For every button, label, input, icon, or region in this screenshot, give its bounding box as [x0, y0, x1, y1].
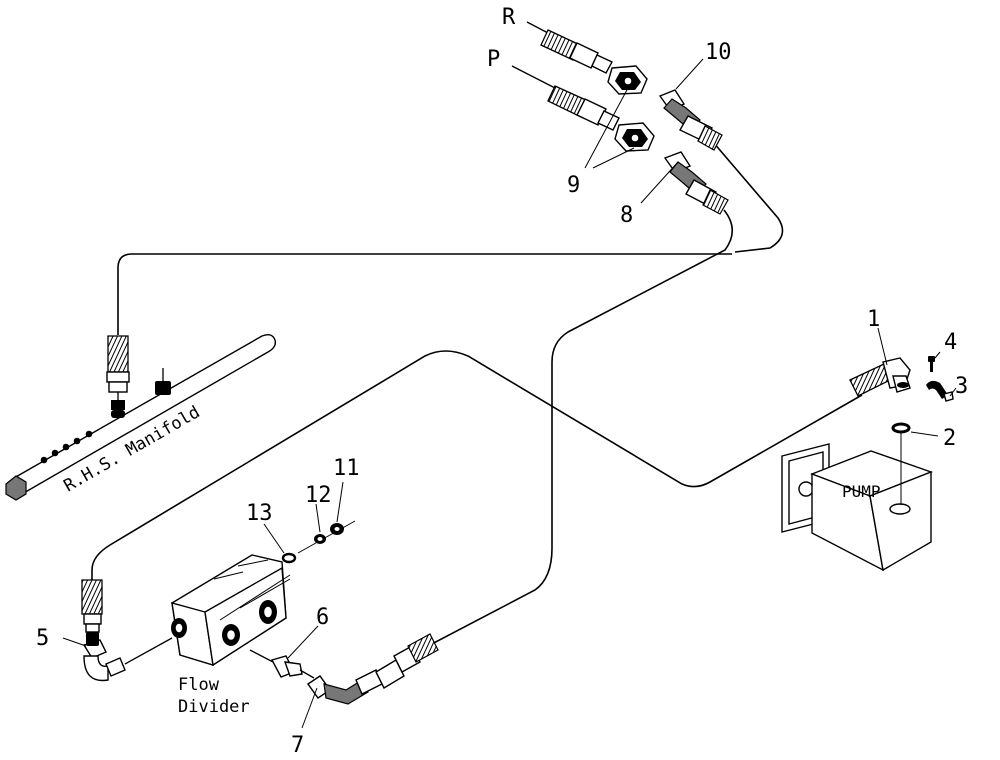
fitting-p-port [511, 65, 620, 131]
callout-5: 5 [36, 626, 49, 651]
callout-11: 11 [333, 456, 360, 481]
hose-manifold-supply [117, 253, 732, 335]
o-ring-pump [891, 422, 911, 505]
quick-coupler-lower [614, 122, 655, 152]
callout-4: 4 [944, 330, 957, 355]
flow-divider-body [171, 554, 291, 667]
hose-return-line [712, 141, 784, 253]
elbow-fitting-8 [663, 151, 729, 215]
manifold-pipe [5, 333, 277, 501]
pump-label: PUMP [842, 482, 881, 501]
callout-1: 1 [867, 307, 880, 332]
callout-3: 3 [955, 374, 968, 399]
callout-6: 6 [316, 605, 329, 630]
clamp [926, 380, 954, 402]
hose-pump-line [91, 350, 863, 582]
lock-washer-12 [314, 534, 326, 544]
callout-9: 9 [567, 173, 580, 198]
callout-12: 12 [305, 483, 332, 508]
port-label-r: R [502, 5, 516, 30]
leader-lines [62, 58, 957, 729]
bolt [928, 356, 935, 372]
callout-2: 2 [943, 426, 956, 451]
elbow-fitting-10 [658, 89, 723, 151]
callout-7: 7 [291, 733, 304, 758]
pump-body [781, 443, 934, 572]
pump-elbow-fitting [849, 357, 911, 397]
fitting-r-port [526, 21, 613, 74]
flow-divider-label-line1: Flow [178, 675, 220, 695]
quick-coupler-upper [607, 65, 648, 95]
elbow-fitting-7 [307, 669, 383, 705]
manifold-plug [155, 368, 171, 395]
port-label-p: P [487, 47, 500, 72]
hose-end-fitting-lower [375, 633, 439, 689]
nut-11 [330, 523, 344, 535]
callout-10: 10 [705, 40, 732, 65]
callout-8: 8 [620, 203, 633, 228]
flow-divider-label-line2: Divider [178, 697, 250, 717]
elbow-fitting-5 [82, 632, 173, 682]
hose-pressure-line [427, 209, 734, 647]
washer-13 [281, 552, 297, 564]
straight-fitting-6 [249, 649, 315, 679]
divider-left-fitting [81, 579, 103, 633]
manifold-fitting [106, 335, 130, 418]
stud-axis-line [297, 520, 356, 554]
callout-13: 13 [246, 501, 273, 526]
